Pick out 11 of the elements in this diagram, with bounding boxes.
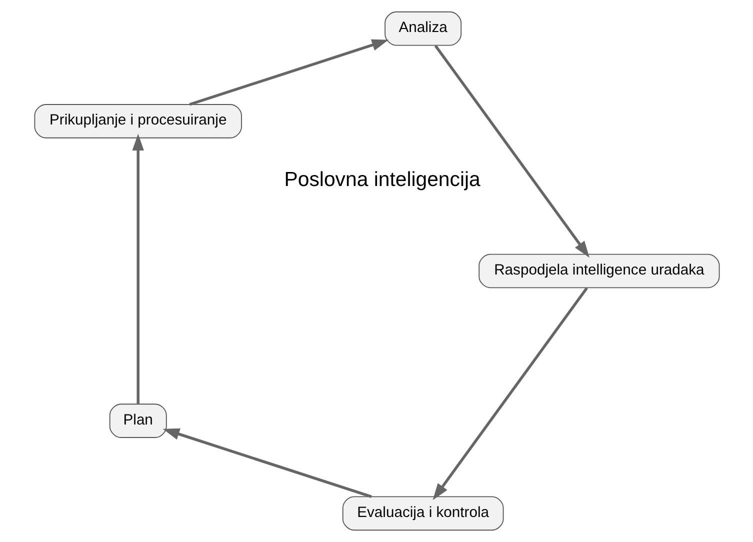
- arrow: [432, 287, 588, 500]
- node-box: Analiza: [384, 11, 462, 46]
- node-box: Evaluacija i kontrola: [342, 496, 504, 531]
- node-box: Prikupljanje i procesuiranje: [34, 104, 242, 138]
- arrow: [162, 428, 372, 498]
- node-box: Raspodjela intelligence uradaka: [478, 254, 720, 288]
- arrow: [132, 134, 144, 404]
- arrow: [434, 44, 590, 258]
- label: Poslovna inteligencija: [284, 169, 480, 192]
- arrow: [188, 39, 388, 106]
- node-box: Plan: [108, 404, 166, 438]
